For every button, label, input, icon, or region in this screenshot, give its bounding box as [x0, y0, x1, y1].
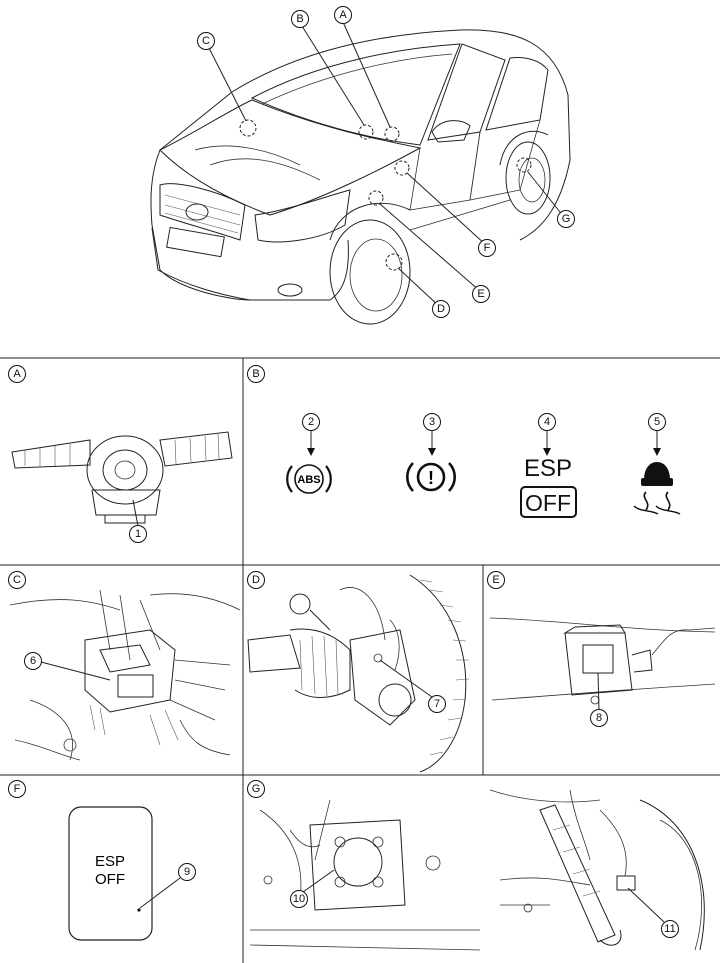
- car-callout-F: F: [478, 239, 496, 257]
- svg-text:ESP: ESP: [95, 853, 125, 870]
- panel-e: E 8: [487, 571, 716, 727]
- yaw-rate-sensor-drawing: [489, 617, 716, 705]
- svg-text:10: 10: [293, 893, 305, 905]
- svg-text:D: D: [252, 574, 260, 586]
- svg-text:B: B: [296, 13, 303, 25]
- car-callout-G: G: [557, 210, 575, 228]
- callout-2: 2: [302, 413, 320, 456]
- svg-text:F: F: [484, 242, 491, 254]
- svg-text:B: B: [252, 368, 259, 380]
- svg-text:G: G: [252, 783, 261, 795]
- panel-a: A 1: [8, 365, 233, 543]
- rear-wheel-sensor-left-drawing: [249, 799, 481, 951]
- svg-text:11: 11: [664, 923, 675, 935]
- panel-c: C 6: [8, 571, 241, 761]
- svg-text:F: F: [14, 783, 21, 795]
- panel-d: D 7: [247, 571, 470, 773]
- panel-g: G 10: [247, 780, 705, 951]
- svg-text:ESP: ESP: [524, 455, 572, 482]
- svg-text:E: E: [477, 288, 484, 300]
- location-markers: [239, 119, 532, 271]
- svg-text:2: 2: [308, 416, 314, 428]
- brake-warning-icon: !: [406, 462, 456, 492]
- svg-text:3: 3: [429, 416, 435, 428]
- rear-wheel-sensor-right-drawing: [489, 789, 705, 951]
- abs-warning-icon: ABS: [286, 464, 332, 494]
- svg-text:9: 9: [184, 866, 190, 878]
- car-callout-C: C: [197, 32, 215, 50]
- car-callout-A: A: [334, 6, 352, 24]
- svg-text:!: !: [428, 468, 434, 488]
- car-callout-E: E: [472, 285, 490, 303]
- svg-text:ABS: ABS: [297, 474, 320, 486]
- svg-text:OFF: OFF: [95, 871, 125, 888]
- steering-angle-sensor-drawing: [11, 431, 233, 524]
- panel-f: F ESP OFF 9: [8, 780, 196, 941]
- car-callout-B: B: [291, 10, 309, 28]
- esp-off-switch-drawing: ESP OFF: [68, 806, 153, 941]
- esp-off-indicator-icon: ESP OFF: [520, 455, 577, 518]
- svg-text:6: 6: [30, 655, 36, 667]
- svg-text:G: G: [562, 213, 571, 225]
- vehicle-illustration: [150, 29, 571, 325]
- svg-text:A: A: [339, 9, 347, 21]
- svg-text:OFF: OFF: [525, 490, 571, 516]
- svg-text:C: C: [202, 35, 210, 47]
- svg-text:E: E: [492, 574, 499, 586]
- callout-3: 3: [423, 413, 441, 456]
- car-callout-D: D: [432, 300, 450, 318]
- svg-text:5: 5: [654, 416, 660, 428]
- svg-text:4: 4: [544, 416, 550, 428]
- callout-leaders: [208, 21, 565, 308]
- svg-text:7: 7: [434, 698, 440, 710]
- front-wheel-sensor-drawing: [247, 574, 470, 773]
- panel-b: B 2 3 4 5: [247, 365, 681, 518]
- svg-text:D: D: [437, 303, 445, 315]
- abs-actuator-drawing: [9, 589, 241, 761]
- svg-text:A: A: [13, 368, 21, 380]
- svg-text:1: 1: [135, 528, 141, 540]
- svg-text:8: 8: [596, 712, 602, 724]
- svg-text:C: C: [13, 574, 21, 586]
- slip-indicator-icon: [633, 462, 681, 515]
- callout-5: 5: [648, 413, 666, 456]
- callout-4: 4: [538, 413, 556, 456]
- panel-grid: [0, 357, 720, 963]
